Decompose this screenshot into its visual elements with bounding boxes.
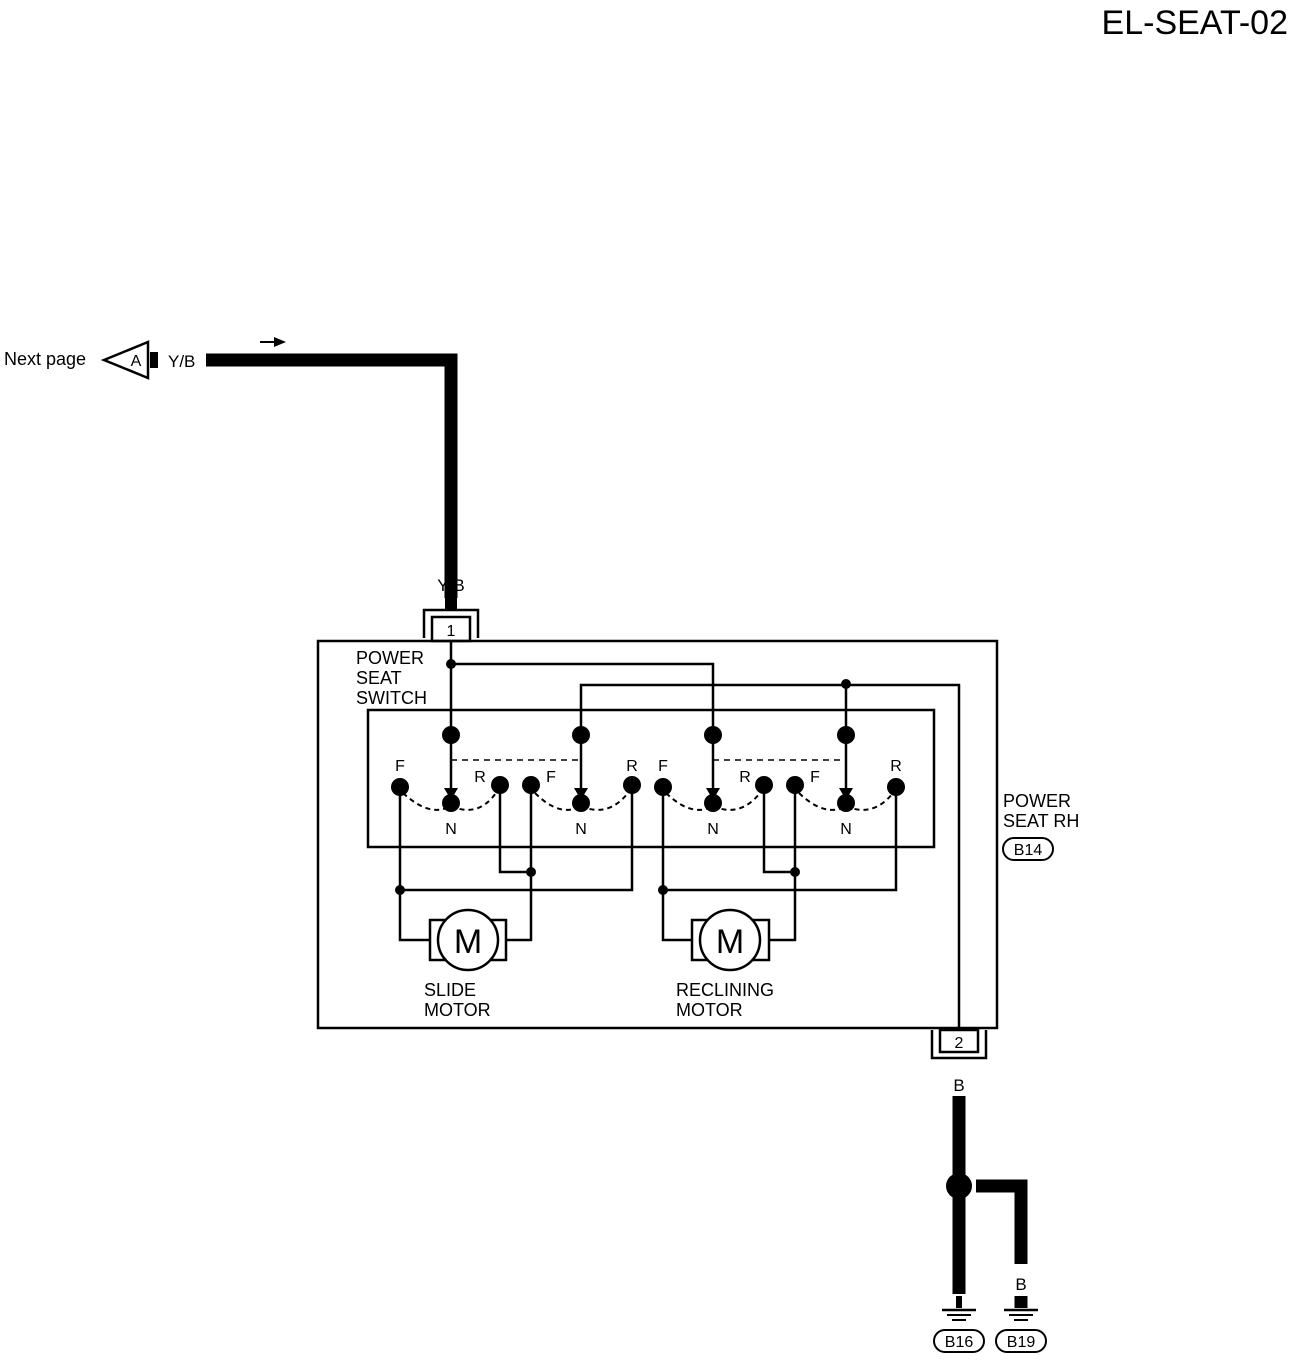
reclining-motor-label-1: RECLINING xyxy=(676,980,774,1000)
terminal-label-n: N xyxy=(840,821,852,838)
power-seat-switch-box xyxy=(366,708,936,849)
motor-icon xyxy=(436,908,500,972)
switch-name-line-3: SWITCH xyxy=(356,688,427,708)
slide-motor-label-2: MOTOR xyxy=(424,1000,491,1020)
yb-wire xyxy=(206,353,458,598)
next-page-label: Next page xyxy=(4,349,86,369)
power-seat-rh-label-1: POWER xyxy=(1003,791,1071,811)
junction xyxy=(395,885,405,895)
switch-name-line-1: POWER xyxy=(356,648,424,668)
motor-icon xyxy=(698,908,762,972)
junction xyxy=(658,885,668,895)
switch-pole-2: F R N xyxy=(522,726,641,838)
switch-name-line-2: SEAT xyxy=(356,668,402,688)
reclining-motor: M xyxy=(690,908,771,972)
reclining-motor-symbol: M xyxy=(716,923,744,961)
terminal-label-f: F xyxy=(810,769,820,786)
terminal-label-r: R xyxy=(739,769,751,786)
junction xyxy=(526,867,536,877)
page-title: EL-SEAT-02 xyxy=(1102,4,1288,42)
reclining-motor-wire-f xyxy=(661,787,692,942)
slide-motor-wire-r xyxy=(498,785,531,874)
slide-motor-symbol: M xyxy=(454,923,482,961)
slide-motor-wire-f xyxy=(398,787,430,942)
next-page-connector: Next page A Y/B xyxy=(4,340,195,380)
junction xyxy=(841,679,851,689)
b14-badge-text: B14 xyxy=(1014,842,1043,859)
terminal-label-f: F xyxy=(395,758,405,775)
terminal-label-r: R xyxy=(626,758,638,775)
b14-badge xyxy=(1002,837,1054,861)
switch-pole-1: F R N xyxy=(391,726,509,838)
connector-triangle-icon xyxy=(100,340,150,380)
ground-b16-wire-color: B xyxy=(953,1275,964,1294)
slide-motor: M xyxy=(428,908,508,972)
junction xyxy=(790,867,800,877)
terminal-label-n: N xyxy=(445,821,457,838)
b19-badge-text: B19 xyxy=(1007,1334,1036,1351)
junction xyxy=(446,659,456,669)
next-page-wire-color: Y/B xyxy=(168,352,195,371)
connector-2-terminal: 2 xyxy=(955,1035,964,1052)
ground-splice xyxy=(946,1173,972,1199)
terminal-label-f: F xyxy=(658,758,668,775)
reclining-motor-wire-b xyxy=(769,785,797,942)
b19-badge xyxy=(995,1329,1047,1353)
connector-terminal-block xyxy=(150,352,158,368)
slide-motor-wire-bridge xyxy=(400,785,634,892)
terminal-label-r: R xyxy=(474,769,486,786)
ground-icon xyxy=(1004,1308,1038,1321)
switch-pole-3: F R N xyxy=(654,726,773,838)
terminal-label-n: N xyxy=(707,821,719,838)
terminal-label-r: R xyxy=(890,758,902,775)
yb-wire-end xyxy=(445,596,457,610)
ground-b19-wire-color: B xyxy=(1015,1275,1026,1294)
power-seat-rh-label-2: SEAT RH xyxy=(1003,811,1079,831)
ground-bus-wire xyxy=(579,683,961,1030)
ground-wire-branch xyxy=(976,1179,1028,1264)
terminal-label-n: N xyxy=(575,821,587,838)
slide-motor-label-1: SLIDE xyxy=(424,980,476,1000)
power-seat-rh-box xyxy=(316,639,999,1030)
connector-2-wire-color: B xyxy=(953,1076,964,1095)
current-flow-arrow-icon xyxy=(260,337,286,347)
switch-pole-4: F R N xyxy=(786,726,905,838)
slide-motor-wire-b xyxy=(506,785,533,942)
b16-badge-text: B16 xyxy=(945,1334,974,1351)
reclining-motor-wire-r xyxy=(762,785,795,874)
b16-badge xyxy=(933,1329,985,1353)
connector-1: 1 xyxy=(422,608,480,643)
reclining-motor-label-2: MOTOR xyxy=(676,1000,743,1020)
feed-wire-to-recline xyxy=(451,662,715,735)
reclining-motor-wire-bridge xyxy=(663,787,898,892)
ground-icon xyxy=(942,1296,976,1321)
yb-wire-label: Y/B xyxy=(437,576,464,595)
connector-1-terminal: 1 xyxy=(447,623,456,640)
terminal-label-f: F xyxy=(546,769,556,786)
next-page-connector-letter: A xyxy=(131,353,142,370)
connector-2: 2 xyxy=(930,1028,988,1060)
